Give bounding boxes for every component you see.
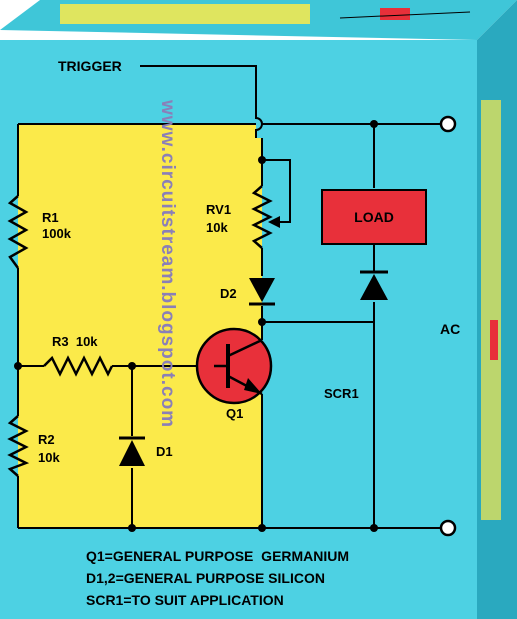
r3-resistor xyxy=(43,355,114,377)
junction-dot xyxy=(258,156,266,164)
rv1-name-label: RV1 xyxy=(206,202,231,217)
junction-dot xyxy=(258,318,266,326)
ac-label: AC xyxy=(440,321,460,337)
junction-dot xyxy=(14,362,22,370)
d2-diode-symbol xyxy=(249,278,275,306)
ac-terminal-top xyxy=(439,115,457,133)
rv1-wiper-arrow xyxy=(268,216,280,228)
note-q1: Q1=GENERAL PURPOSE GERMANIUM xyxy=(86,548,349,564)
r2-name-label: R2 xyxy=(38,432,55,447)
junction-dot xyxy=(370,524,378,532)
trigger-label: TRIGGER xyxy=(58,58,122,74)
note-scr1: SCR1=TO SUIT APPLICATION xyxy=(86,592,284,608)
load-label: LOAD xyxy=(354,209,394,225)
yellow-board xyxy=(18,124,262,528)
ac-terminal-bottom xyxy=(439,519,457,537)
load-box xyxy=(321,189,427,245)
r3-label: R3 10k xyxy=(52,334,98,349)
scr1-symbol xyxy=(360,270,388,300)
note-d12: D1,2=GENERAL PURPOSE SILICON xyxy=(86,570,325,586)
q1-label: Q1 xyxy=(226,406,243,421)
box-top-line xyxy=(339,11,471,19)
junction-dot xyxy=(370,120,378,128)
box-top-decoration xyxy=(60,4,310,24)
junction-dot xyxy=(128,362,136,370)
box-top-red-mark xyxy=(380,8,410,20)
junction-dot xyxy=(258,524,266,532)
r1-value-label: 100k xyxy=(42,226,72,241)
rv1-resistor xyxy=(251,185,273,249)
d1-label: D1 xyxy=(156,444,173,459)
r2-value-label: 10k xyxy=(38,450,60,465)
trigger-wire xyxy=(140,65,257,112)
d1-diode-symbol xyxy=(119,436,145,466)
d2-label: D2 xyxy=(220,286,237,301)
box-side-decoration xyxy=(481,100,501,520)
rv1-value-label: 10k xyxy=(206,220,228,235)
box-side-red-mark xyxy=(490,320,498,360)
q1-transistor-symbol xyxy=(195,327,273,405)
junction-dots xyxy=(14,120,378,532)
r2-resistor xyxy=(7,415,30,477)
r1-name-label: R1 xyxy=(42,210,59,225)
rv1-wiper-loop xyxy=(262,159,291,223)
watermark: www.circuitstream.blogspot.com xyxy=(157,99,178,428)
r1-resistor xyxy=(7,195,29,269)
junction-dot xyxy=(128,524,136,532)
scr1-label: SCR1 xyxy=(324,386,359,401)
